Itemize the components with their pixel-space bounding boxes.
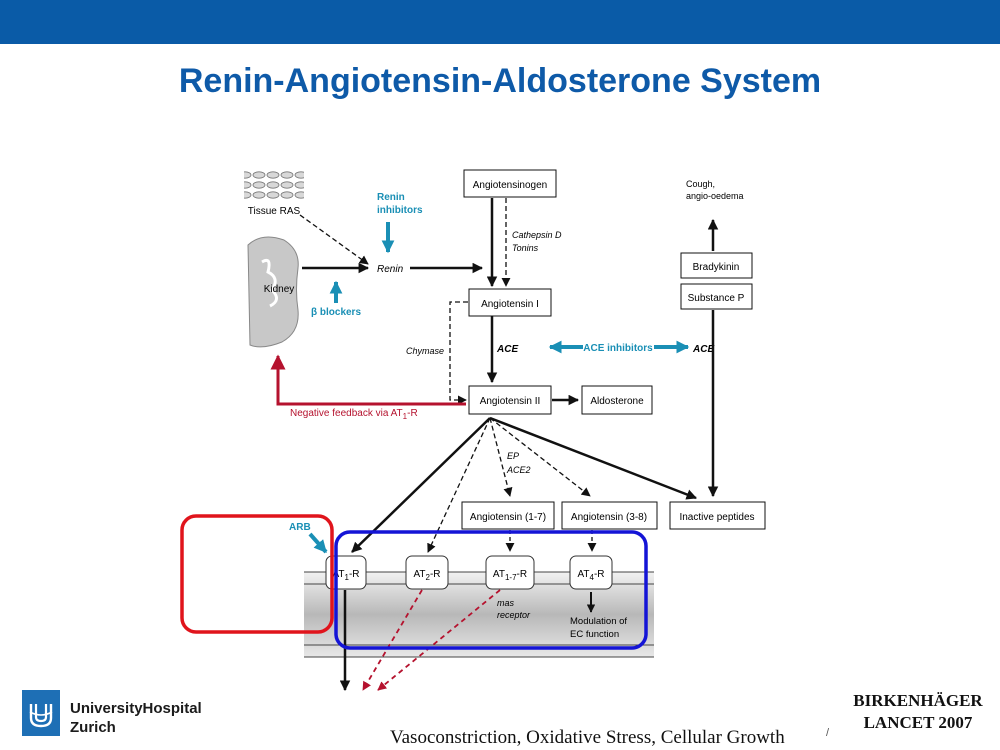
cough-label: Cough, angio-oedema <box>686 179 744 201</box>
chymase-label: Chymase <box>406 346 444 356</box>
arb-highlight-box <box>180 514 334 634</box>
angiotensin-1-box <box>468 288 552 317</box>
tissue-ras-label: Tissue RAS <box>248 206 301 217</box>
logo-text: UniversityHospital Zurich <box>70 699 202 737</box>
angiotensin-1-7-label: Angiotensin (1-7) <box>470 512 546 523</box>
substance-p-box <box>680 283 753 310</box>
substance-p-label: Substance P <box>688 293 745 304</box>
bradykinin-label: Bradykinin <box>693 262 740 273</box>
angiotensinogen-label: Angiotensinogen <box>473 180 548 191</box>
chymase-arrow <box>449 301 468 405</box>
angiotensin-2-box <box>468 385 552 415</box>
ace-right-label: ACE <box>692 344 714 355</box>
effects-caption: Vasoconstriction, Oxidative Stress, Cell… <box>390 727 785 748</box>
slide-title: Renin-Angiotensin-Aldosterone System <box>178 62 822 100</box>
top-banner <box>0 0 1000 44</box>
svg-text:AT1-R: AT1-R <box>332 569 359 582</box>
logo-line-1: UniversityHospital <box>70 700 202 717</box>
renin-label: Renin <box>377 264 404 275</box>
receptor-at1-7: AT1-7-R <box>485 555 535 590</box>
arb-label: ARB <box>289 522 311 533</box>
negative-feedback-arrow <box>270 354 466 406</box>
citation-author: BIRKENHÄGER <box>853 691 983 710</box>
angiotensinogen-box <box>463 169 557 198</box>
cathepsin-label: Cathepsin D Tonins <box>512 230 564 253</box>
arb-arrow <box>308 532 328 554</box>
ep-ace2-label: EP ACE2 <box>506 451 531 475</box>
angiotensin-1-7-box <box>461 501 555 530</box>
logo-line-2: Zurich <box>70 719 116 736</box>
inactive-peptides-box <box>669 501 766 530</box>
svg-text:AT4-R: AT4-R <box>577 569 604 582</box>
bradykinin-box <box>680 252 753 279</box>
at2-inhibit-arrow <box>362 589 423 691</box>
svg-text:AT2-R: AT2-R <box>413 569 440 582</box>
receptor-highlight-box <box>334 530 648 650</box>
angiotensin-3-8-box <box>561 501 658 530</box>
usz-logo-icon <box>22 690 60 736</box>
receptor-at4: AT4-R <box>569 555 613 590</box>
ang2-branch-arrows <box>351 416 697 553</box>
inactive-peptides-label: Inactive peptides <box>679 512 754 523</box>
kidney-label: Kidney <box>264 284 295 295</box>
mas-receptor-label: mas receptor <box>497 598 531 620</box>
tissue-ras-icon <box>244 170 304 200</box>
beta-blockers-label: β blockers <box>311 307 361 318</box>
negative-feedback-label: Negative feedback via AT1-R <box>290 408 418 421</box>
svg-text:AT1-7-R: AT1-7-R <box>493 569 527 582</box>
ace-inhibitors-label: ACE inhibitors <box>583 343 653 354</box>
angiotensin-2-label: Angiotensin II <box>480 396 541 407</box>
tissue-renin-arrow <box>299 214 369 265</box>
caption-mark: / <box>826 727 830 739</box>
angiotensin-1-label: Angiotensin I <box>481 299 539 310</box>
renin-inhibitors-label: Renin inhibitors <box>377 192 423 216</box>
citation: BIRKENHÄGER LANCET 2007 <box>838 690 998 734</box>
aldosterone-label: Aldosterone <box>590 396 644 407</box>
angiotensin-3-8-label: Angiotensin (3-8) <box>571 512 647 523</box>
aldosterone-box <box>581 385 653 415</box>
receptor-at2: AT2-R <box>405 555 449 590</box>
ec-function-label: Modulation of EC function <box>570 616 630 640</box>
ace-left-label: ACE <box>496 344 518 355</box>
citation-journal: LANCET 2007 <box>863 713 973 732</box>
